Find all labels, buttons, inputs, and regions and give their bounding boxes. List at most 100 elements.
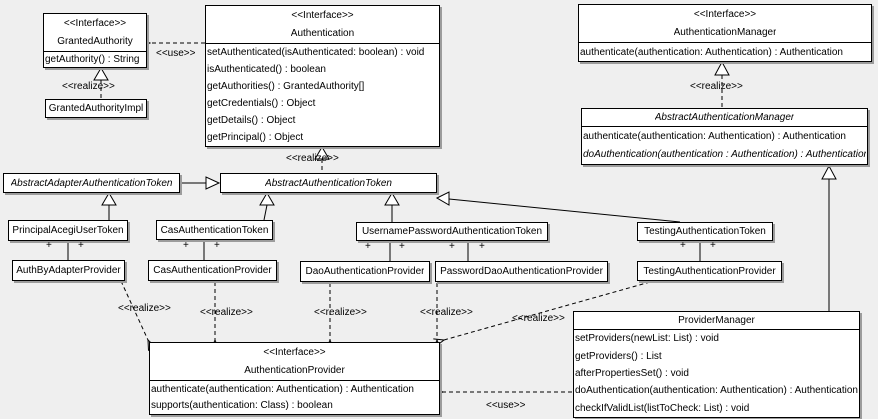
class-name: TestingAuthenticationToken (644, 226, 766, 237)
class-name: TestingAuthenticationProvider (643, 265, 776, 277)
method-row: getAuthority() : String (45, 54, 140, 65)
class-title: CasAuthenticationProvider (149, 261, 276, 280)
method-row: getCredentials() : Object (207, 98, 316, 109)
class-authentication: <<Interface>> Authentication setAuthenti… (205, 5, 440, 147)
class-title: AbstractAdapterAuthenticationToken (4, 174, 179, 192)
class-name: ProviderManager (678, 315, 755, 326)
class-name: AbstractAuthenticationToken (265, 177, 392, 189)
class-granted-authority-impl: GrantedAuthorityImpl (45, 99, 147, 118)
class-title: TestingAuthenticationToken (638, 223, 772, 240)
realize-arrow-testingprovider (444, 281, 651, 340)
realize-arrow-grantedauthorityimpl (93, 67, 109, 99)
class-name: GrantedAuthority (57, 36, 133, 48)
association-lines (67, 240, 701, 261)
class-principal-acegi-user-token: PrincipalAcegiUserToken (8, 220, 128, 241)
class-cas-authentication-provider: CasAuthenticationProvider (148, 260, 277, 281)
class-name: AuthenticationManager (673, 27, 777, 39)
class-name: CasAuthenticationProvider (153, 265, 272, 276)
method-row: doAuthentication(authentication: Authent… (575, 385, 858, 397)
stereotype: <<Interface>> (63, 17, 127, 29)
association-end-plus: + (365, 241, 371, 252)
realize-arrow-abstracttoken-authentication (314, 146, 330, 173)
class-title: TestingAuthenticationProvider (638, 262, 781, 280)
method-list: setAuthenticated(isAuthenticated: boolea… (206, 44, 439, 146)
association-end-plus: + (479, 241, 485, 252)
class-title: PasswordDaoAuthenticationProvider (436, 262, 607, 281)
association-end-plus: + (710, 240, 716, 251)
class-provider-manager: ProviderManager setProviders(newList: Li… (573, 311, 860, 418)
class-dao-authentication-provider: DaoAuthenticationProvider (300, 261, 430, 282)
class-username-password-authentication-token: UsernamePasswordAuthenticationToken (356, 222, 548, 241)
stereotype: <<Interface>> (263, 346, 326, 358)
class-name: PrincipalAcegiUserToken (12, 225, 124, 236)
class-authentication-manager: <<Interface>> AuthenticationManager auth… (578, 4, 872, 62)
generalization-testingtoken (435, 191, 681, 223)
class-name: Authentication (290, 28, 355, 40)
stereotype: <<Interface>> (291, 9, 354, 21)
class-granted-authority: <<Interface>> GrantedAuthority getAuthor… (43, 13, 147, 68)
class-title: DaoAuthenticationProvider (301, 262, 429, 281)
method-row: getDetails() : Object (207, 115, 296, 126)
class-name: PasswordDaoAuthenticationProvider (440, 266, 603, 277)
method-row: getAuthorities() : GrantedAuthority[] (207, 81, 365, 92)
method-row: setProviders(newList: List) : void (575, 333, 719, 345)
method-row: setAuthenticated(isAuthenticated: boolea… (207, 47, 425, 58)
class-title: PrincipalAcegiUserToken (9, 221, 127, 240)
method-row: getPrincipal() : Object (207, 132, 304, 143)
class-cas-authentication-token: CasAuthenticationToken (156, 220, 273, 240)
association-end-plus: + (680, 240, 686, 251)
class-abstract-authentication-manager: AbstractAuthenticationManager authentica… (581, 108, 868, 165)
use-label-bottom: <<use>> (486, 400, 526, 411)
class-testing-authentication-provider: TestingAuthenticationProvider (637, 261, 782, 281)
association-end-plus: + (399, 241, 405, 252)
class-name: GrantedAuthorityImpl (48, 103, 144, 114)
class-title: CasAuthenticationToken (157, 221, 272, 239)
class-title: UsernamePasswordAuthenticationToken (357, 223, 547, 240)
class-name: UsernamePasswordAuthenticationToken (361, 226, 543, 237)
method-row: supports(authentication: Class) : boolea… (151, 400, 333, 412)
realize-label-grantedauthority: <<realize>> (62, 81, 115, 92)
realize-label-authbyadapter: <<realize>> (118, 303, 171, 314)
method-row: isAuthenticated() : boolean (207, 64, 326, 75)
class-name: AuthByAdapterProvider (16, 265, 121, 276)
class-abstract-authentication-token: AbstractAuthenticationToken (220, 173, 437, 193)
class-name: CasAuthenticationToken (160, 224, 269, 236)
class-title: <<Interface>> GrantedAuthority (44, 14, 146, 52)
association-end-plus: + (214, 240, 220, 251)
method-list: authenticate(authentication: Authenticat… (579, 43, 871, 61)
class-title: <<Interface>> AuthenticationManager (579, 5, 871, 43)
generalization-adaptertoken-abstracttoken (180, 176, 221, 190)
method-row: getProviders() : List (575, 350, 662, 362)
method-row: afterPropertiesSet() : void (575, 367, 689, 379)
method-row: authenticate(authentication: Authenticat… (151, 383, 414, 395)
class-name: DaoAuthenticationProvider (305, 266, 425, 277)
generalization-usernamepasswordtoken (384, 192, 400, 222)
method-row: authenticate(authentication: Authenticat… (583, 130, 846, 142)
method-list: setProviders(newList: List) : void getPr… (574, 330, 859, 417)
class-title: AbstractAuthenticationToken (221, 174, 436, 192)
realize-label-passworddao: <<realize>> (420, 307, 473, 318)
association-end-plus: + (183, 240, 189, 251)
class-title: AuthByAdapterProvider (13, 261, 124, 280)
method-row-abstract: doAuthentication(authentication : Authen… (583, 149, 866, 161)
class-name: AuthenticationProvider (244, 365, 345, 377)
association-end-plus: + (46, 240, 52, 251)
realize-label-testing: <<realize>> (512, 313, 565, 324)
realize-label-token: <<realize>> (286, 153, 339, 164)
method-list: getAuthority() : String (44, 52, 146, 67)
use-label-top: <<use>> (156, 48, 196, 59)
realize-label-dao: <<realize>> (314, 307, 367, 318)
class-authentication-provider: <<Interface>> AuthenticationProvider aut… (149, 342, 440, 415)
realize-arrow-abstractmanager (714, 60, 730, 108)
class-name: AbstractAdapterAuthenticationToken (10, 177, 173, 189)
class-title: <<Interface>> Authentication (206, 6, 439, 44)
class-title: ProviderManager (574, 312, 859, 330)
class-title: AbstractAuthenticationManager (582, 109, 867, 127)
class-title: <<Interface>> AuthenticationProvider (150, 343, 439, 381)
generalization-castoken (259, 192, 275, 221)
method-list: authenticate(authentication: Authenticat… (150, 381, 439, 414)
class-abstract-adapter-authentication-token: AbstractAdapterAuthenticationToken (3, 173, 180, 193)
realize-label-cas: <<realize>> (200, 307, 253, 318)
